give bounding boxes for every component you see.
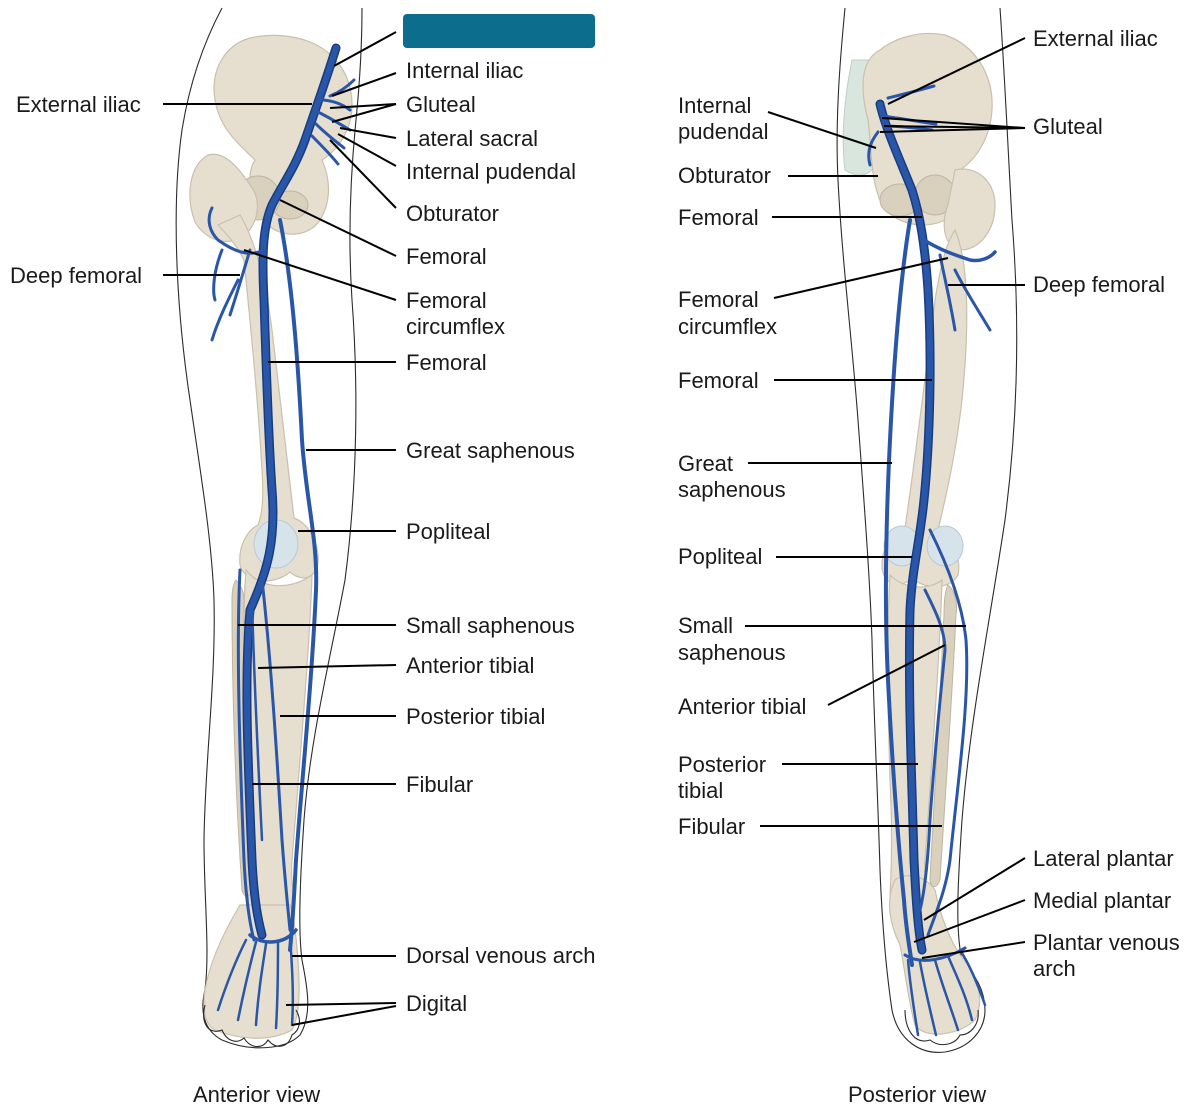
label-posterior-gluteal: Gluteal	[1033, 114, 1103, 139]
label-posterior-obturator: Obturator	[678, 163, 771, 188]
label-anterior-femoral-upper: Femoral	[406, 244, 487, 269]
label-posterior-great-saphenous-1: Great	[678, 451, 733, 476]
anterior-view-caption: Anterior view	[193, 1082, 320, 1107]
label-posterior-posterior-tibial-1: Posterior	[678, 752, 766, 777]
label-anterior-fibular: Fibular	[406, 772, 473, 797]
label-anterior-popliteal: Popliteal	[406, 519, 490, 544]
label-anterior-great-saphenous: Great saphenous	[406, 438, 575, 463]
label-posterior-internal-pudendal-1: Internal	[678, 93, 751, 118]
posterior-greater-trochanter	[943, 168, 996, 251]
posterior-skin-outline	[836, 7, 1018, 1053]
label-anterior-anterior-tibial: Anterior tibial	[406, 653, 534, 678]
posterior-fibula	[929, 584, 957, 887]
label-anterior-deep-femoral: Deep femoral	[10, 263, 142, 288]
label-posterior-deep-femoral: Deep femoral	[1033, 272, 1165, 297]
label-anterior-obturator: Obturator	[406, 201, 499, 226]
posterior-leg-illustration	[836, 7, 1018, 1053]
label-anterior-digital: Digital	[406, 991, 467, 1016]
label-posterior-medial-plantar: Medial plantar	[1033, 888, 1171, 913]
label-posterior-femoral-upper: Femoral	[678, 205, 759, 230]
anterior-veins	[207, 43, 356, 1030]
label-posterior-femoral-circumflex-1: Femoral	[678, 287, 759, 312]
label-posterior-small-saphenous-1: Small	[678, 613, 733, 638]
anterior-leader-lines	[163, 31, 397, 1026]
posterior-view-caption: Posterior view	[848, 1082, 986, 1107]
label-posterior-femoral-circumflex-2: circumflex	[678, 314, 777, 339]
label-anterior-dorsal-venous-arch: Dorsal venous arch	[406, 943, 596, 968]
label-anterior-internal-pudendal: Internal pudendal	[406, 159, 576, 184]
label-anterior-femoral-lower: Femoral	[406, 350, 487, 375]
label-posterior-popliteal: Popliteal	[678, 544, 762, 569]
anterior-foot	[203, 904, 300, 1039]
label-posterior-anterior-tibial: Anterior tibial	[678, 694, 806, 719]
posterior-toes-outline	[904, 1009, 979, 1046]
label-anterior-internal-iliac: Internal iliac	[406, 58, 523, 83]
anterior-skin-outline	[175, 7, 363, 1049]
label-posterior-lateral-plantar: Lateral plantar	[1033, 846, 1174, 871]
label-anterior-posterior-tibial: Posterior tibial	[406, 704, 545, 729]
hidden-label-box	[403, 14, 595, 48]
label-posterior-posterior-tibial-2: tibial	[678, 778, 723, 803]
label-anterior-external-iliac: External iliac	[16, 92, 141, 117]
label-anterior-gluteal: Gluteal	[406, 92, 476, 117]
label-posterior-external-iliac: External iliac	[1033, 26, 1158, 51]
label-anterior-femoral-circumflex-2: circumflex	[406, 314, 505, 339]
label-posterior-small-saphenous-2: saphenous	[678, 640, 786, 665]
label-anterior-small-saphenous: Small saphenous	[406, 613, 575, 638]
label-anterior-lateral-sacral: Lateral sacral	[406, 126, 538, 151]
anterior-toes-outline	[203, 1004, 301, 1048]
anterior-leg-illustration	[175, 7, 363, 1049]
label-posterior-internal-pudendal-2: pudendal	[678, 119, 769, 144]
label-posterior-plantar-venous-arch-2: arch	[1033, 956, 1076, 981]
label-posterior-fibular: Fibular	[678, 814, 745, 839]
label-posterior-femoral-lower: Femoral	[678, 368, 759, 393]
label-anterior-femoral-circumflex-1: Femoral	[406, 288, 487, 313]
label-posterior-great-saphenous-2: saphenous	[678, 477, 786, 502]
posterior-veins	[867, 84, 997, 1037]
label-posterior-plantar-venous-arch-1: Plantar venous	[1033, 930, 1180, 955]
posterior-leader-lines	[745, 37, 1026, 959]
